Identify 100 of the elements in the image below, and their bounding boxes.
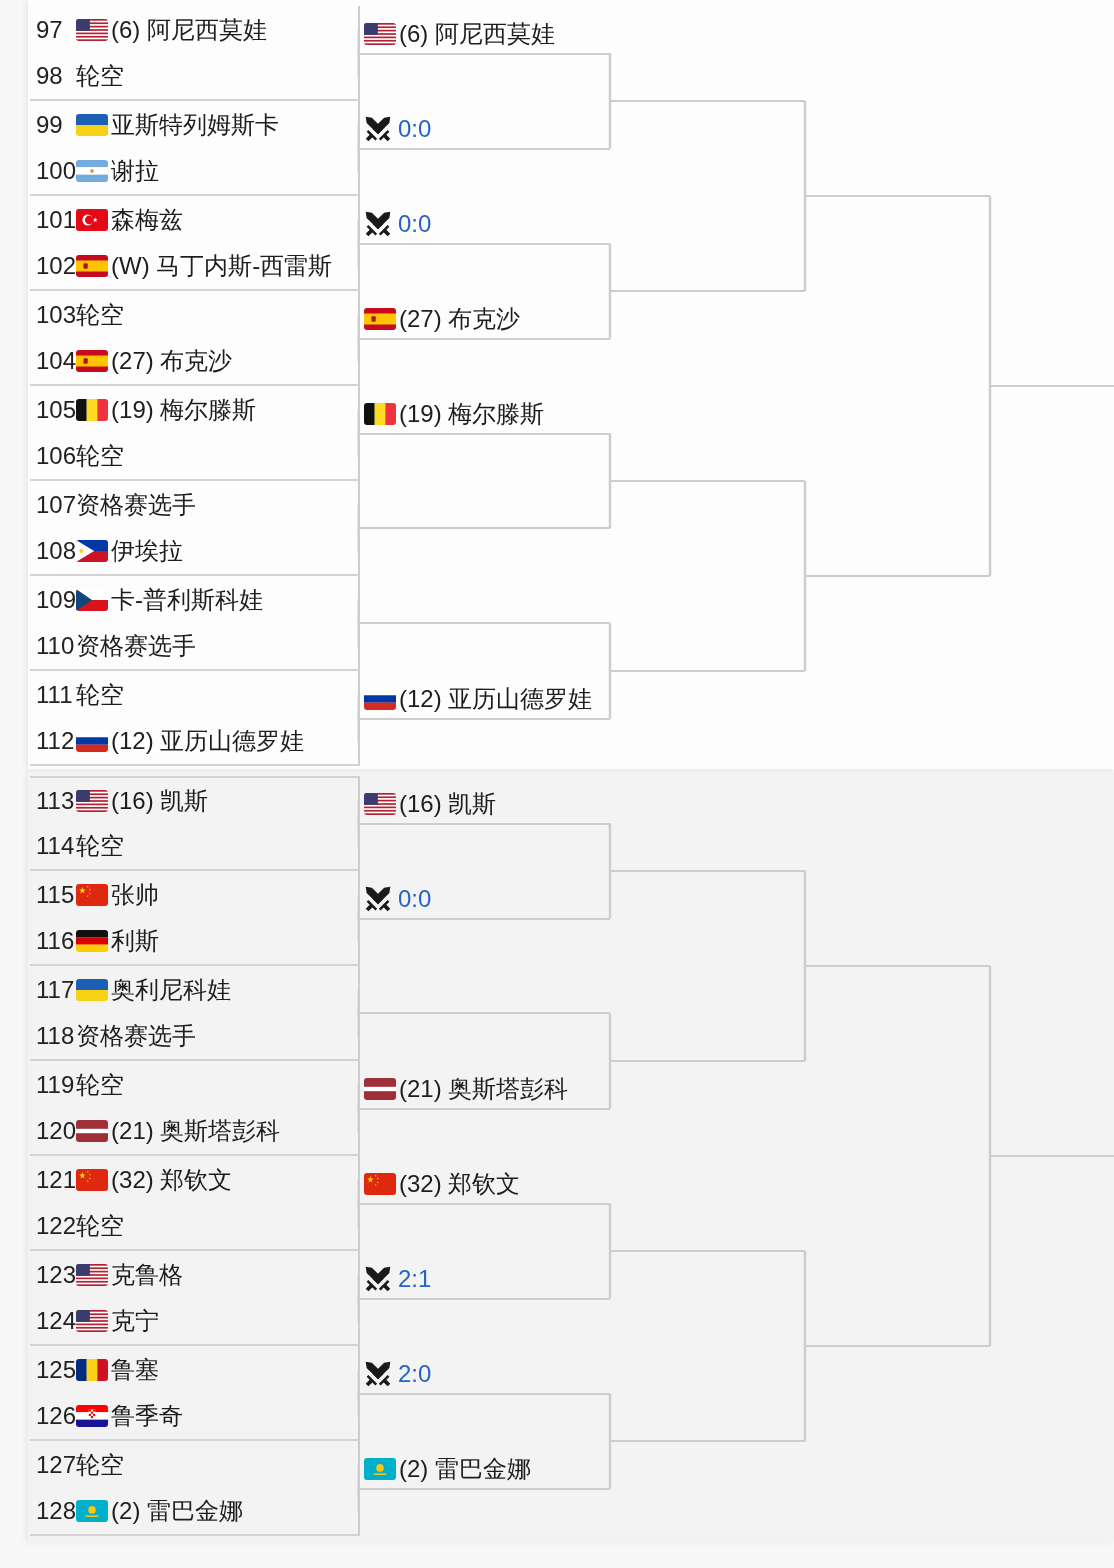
bracket-line	[608, 433, 612, 481]
bracket-line	[608, 101, 612, 149]
bracket-line	[803, 1346, 807, 1441]
match-score: 0:0	[398, 209, 432, 238]
player-name: (12) 亚历山德罗娃	[399, 683, 593, 714]
bracket-line	[990, 384, 1114, 387]
player-name: 轮空	[76, 299, 125, 330]
draw-number: 105	[36, 395, 77, 424]
bracket-line	[608, 1251, 612, 1299]
bracket-line	[360, 527, 610, 530]
player-name: 资格赛选手	[76, 489, 197, 520]
player-name: 轮空	[76, 1069, 124, 1100]
bracket-line	[610, 669, 805, 672]
player-name: 资格赛选手	[76, 1021, 196, 1052]
bracket-line	[803, 576, 807, 671]
bracket-line	[610, 869, 805, 872]
player-name: 鲁塞	[111, 1354, 160, 1385]
bracket-line	[608, 1393, 612, 1441]
player-name: (16) 凯斯	[111, 785, 209, 816]
draw-number: 125	[36, 1355, 77, 1384]
draw-number: 97	[36, 15, 64, 44]
player-name: 轮空	[76, 679, 124, 710]
bracket-line	[608, 481, 612, 529]
draw-number: 126	[36, 1402, 77, 1431]
player-name: 卡-普利斯科娃	[111, 584, 264, 615]
bracket-line	[803, 966, 807, 1061]
bracket-line	[988, 1156, 992, 1346]
draw-number: 98	[36, 62, 64, 91]
player-name: 轮空	[76, 831, 124, 862]
player-name: 资格赛选手	[76, 631, 196, 662]
draw-number: 115	[36, 880, 76, 909]
draw-number: 113	[36, 786, 76, 815]
draw-number: 122	[36, 1212, 77, 1241]
player-name: 克宁	[111, 1306, 160, 1337]
player-name: 轮空	[76, 61, 124, 92]
bracket-line	[608, 623, 612, 671]
draw-number: 107	[36, 490, 77, 519]
draw-number: 117	[36, 975, 76, 1004]
draw-number: 124	[36, 1307, 77, 1336]
draw-number: 118	[36, 1022, 76, 1051]
match-score: 2:1	[398, 1264, 432, 1293]
player-name: (12) 亚历山德罗娃	[111, 726, 305, 757]
match-score: 2:0	[398, 1359, 432, 1388]
bracket-line	[608, 1013, 612, 1061]
draw-number: 123	[36, 1260, 77, 1289]
player-name: 亚斯特列姆斯卡	[111, 109, 279, 140]
draw-number: 106	[36, 442, 77, 471]
draw-number: 108	[36, 537, 77, 566]
bracket-line	[988, 196, 992, 386]
bracket-line	[803, 196, 807, 291]
player-name: (21) 奥斯塔彭科	[111, 1116, 281, 1147]
player-name: (2) 雷巴金娜	[399, 1453, 531, 1484]
bracket-line	[610, 99, 805, 102]
bracket-line	[805, 194, 990, 197]
player-name: (W) 马丁内斯-西雷斯	[111, 251, 333, 282]
bracket-line	[360, 1012, 610, 1015]
bracket-line	[608, 1441, 612, 1489]
player-name: 鲁季奇	[111, 1401, 184, 1432]
draw-number: 114	[36, 832, 76, 861]
bracket-line	[610, 289, 805, 292]
bracket-line	[608, 243, 612, 291]
bracket-line	[608, 1203, 612, 1251]
player-name: (6) 阿尼西莫娃	[111, 14, 267, 45]
bracket-line	[608, 671, 612, 719]
player-name: (21) 奥斯塔彭科	[399, 1073, 569, 1104]
draw-number: 101	[36, 205, 77, 234]
bracket-line	[803, 871, 807, 966]
player-name: 奥利尼科娃	[111, 974, 231, 1005]
draw-number: 116	[36, 927, 76, 956]
player-name: (16) 凯斯	[399, 788, 497, 819]
bracket-line	[610, 479, 805, 482]
player-name: 利斯	[111, 926, 159, 957]
bracket-line	[608, 1061, 612, 1109]
player-name: 克鲁格	[111, 1259, 184, 1290]
match-score: 0:0	[398, 884, 432, 913]
draw-number: 104	[36, 347, 77, 376]
draw-number: 103	[36, 300, 77, 329]
player-name: 轮空	[76, 1211, 125, 1242]
bracket-line	[608, 53, 612, 101]
draw-number: 127	[36, 1450, 77, 1479]
bracket-line	[803, 481, 807, 576]
bracket-line	[805, 1344, 990, 1347]
player-name: (19) 梅尔滕斯	[399, 398, 545, 429]
player-name: 谢拉	[111, 156, 160, 187]
bracket-line	[803, 101, 807, 196]
bracket-line	[990, 1154, 1114, 1157]
bracket-line	[988, 386, 992, 576]
player-name: 伊埃拉	[111, 536, 184, 567]
player-name: (27) 布克沙	[111, 346, 233, 377]
bracket-line	[360, 622, 610, 625]
bracket-line	[610, 1059, 805, 1062]
player-name: (2) 雷巴金娜	[111, 1496, 244, 1527]
player-name: 森梅兹	[111, 204, 184, 235]
draw-number: 109	[36, 585, 77, 614]
player-name: (32) 郑钦文	[111, 1164, 233, 1195]
draw-number: 119	[36, 1070, 76, 1099]
draw-number: 121	[36, 1165, 77, 1194]
draw-number: 110	[36, 632, 76, 661]
bracket-line	[803, 1251, 807, 1346]
bracket-line	[988, 966, 992, 1156]
